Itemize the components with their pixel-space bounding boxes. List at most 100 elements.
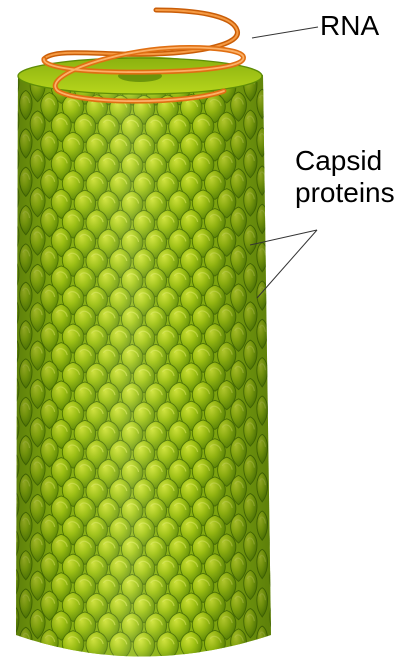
capsid-protein-subunit <box>282 125 290 154</box>
capsid-protein-highlight <box>12 497 17 503</box>
capsid-protein-subunit <box>0 355 6 384</box>
capsid-protein-highlight <box>272 495 276 501</box>
capsid-protein-highlight <box>296 341 300 347</box>
capsid-protein-subunit <box>294 450 302 479</box>
rna-label: RNA <box>320 10 379 42</box>
capsid-protein-subunit <box>0 201 6 230</box>
capsid-protein-highlight <box>296 226 300 232</box>
capsid-protein-subunit <box>270 182 278 211</box>
capsid-protein-subunit <box>270 297 278 326</box>
capsid-protein-subunit <box>282 278 290 307</box>
capsid-protein-subunit <box>294 527 302 556</box>
capsid-protein-highlight <box>12 114 17 120</box>
capsid-protein-highlight <box>12 75 17 81</box>
capsid-protein-subunit <box>294 105 302 134</box>
capsid-protein-subunit <box>0 240 6 269</box>
capsid-protein-highlight <box>308 92 312 98</box>
capsid-protein-subunit <box>270 450 278 479</box>
capsid-protein-highlight <box>308 437 312 443</box>
capsid-protein-subunit <box>0 585 6 614</box>
capsid-protein-highlight <box>308 399 312 405</box>
capsid-protein-highlight <box>272 533 276 539</box>
capsid-protein-subunit <box>0 86 6 115</box>
capsid-protein-subunit <box>282 201 290 230</box>
capsid-protein-highlight <box>296 111 300 117</box>
capsid-protein-subunit <box>306 585 314 614</box>
capsid-protein-highlight <box>12 420 17 426</box>
capsid-leader-line-lower <box>257 230 317 298</box>
capsid-protein-highlight <box>12 382 17 388</box>
capsid-protein-subunit <box>9 108 19 137</box>
capsid-protein-highlight <box>296 303 300 309</box>
capsid-protein-highlight <box>12 535 17 541</box>
capsid-protein-highlight <box>272 303 276 309</box>
capsid-protein-subunit <box>282 470 290 499</box>
capsid-protein-highlight <box>296 418 300 424</box>
capsid-protein-subunit <box>282 546 290 575</box>
capsid-protein-highlight <box>308 284 312 290</box>
capsid-protein-highlight <box>284 246 288 252</box>
rna-leader-line <box>252 27 318 38</box>
capsid-protein-subunit <box>294 335 302 364</box>
capsid-label-line-1: Capsid <box>295 145 395 177</box>
capsid-protein-highlight <box>0 437 4 443</box>
capsid-protein-highlight <box>284 514 288 520</box>
capsid-protein-highlight <box>296 457 300 463</box>
capsid-protein-highlight <box>296 610 300 616</box>
capsid-protein-highlight <box>12 344 17 350</box>
capsid-protein-subunit <box>306 508 314 537</box>
capsid-protein-highlight <box>284 361 288 367</box>
capsid-protein-highlight <box>296 572 300 578</box>
capsid-protein-subunit <box>270 105 278 134</box>
capsid-protein-highlight <box>284 322 288 328</box>
capsid-protein-highlight <box>272 265 276 271</box>
capsid-protein-subunit <box>282 585 290 614</box>
capsid-protein-highlight <box>0 629 4 635</box>
capsid-protein-subunit <box>294 297 302 326</box>
capsid-protein-subunit <box>270 565 278 594</box>
capsid-protein-subunit <box>270 527 278 556</box>
capsid-protein-subunit <box>282 431 290 460</box>
capsid-protein-subunit <box>306 316 314 345</box>
capsid-protein-highlight <box>0 361 4 367</box>
capsid-protein-highlight <box>12 229 17 235</box>
capsid-protein-highlight <box>12 190 17 196</box>
capsid-protein-highlight <box>308 246 312 252</box>
capsid-protein-highlight <box>284 207 288 213</box>
capsid-protein-highlight <box>272 380 276 386</box>
capsid-protein-highlight <box>272 418 276 424</box>
capsid-protein-subunit <box>270 412 278 441</box>
capsid-protein-highlight <box>308 361 312 367</box>
capsid-protein-highlight <box>0 399 4 405</box>
capsid-protein-subunit <box>270 259 278 288</box>
capsid-protein-highlight <box>296 380 300 386</box>
capsid-protein-subunit <box>270 374 278 403</box>
capsid-protein-subunit <box>0 508 6 537</box>
capsid-protein-subunit <box>270 220 278 249</box>
capsid-protein-subunit <box>0 393 6 422</box>
capsid-protein-subunit <box>282 355 290 384</box>
capsid-protein-highlight <box>12 459 17 465</box>
capsid-protein-subunit <box>282 240 290 269</box>
capsid-protein-highlight <box>12 574 17 580</box>
capsid-protein-highlight <box>284 437 288 443</box>
capsid-protein-subunit <box>282 163 290 192</box>
capsid-protein-highlight <box>296 265 300 271</box>
capsid-protein-subunit <box>282 623 290 652</box>
capsid-protein-highlight <box>272 610 276 616</box>
capsid-protein-subunit <box>294 604 302 633</box>
capsid-protein-subunit <box>0 470 6 499</box>
capsid-protein-highlight <box>0 92 4 98</box>
capsid-tube <box>0 57 313 662</box>
capsid-protein-highlight <box>272 341 276 347</box>
capsid-protein-subunit <box>294 489 302 518</box>
capsid-protein-highlight <box>308 514 312 520</box>
capsid-protein-subunit <box>270 335 278 364</box>
capsid-protein-highlight <box>12 152 17 158</box>
capsid-protein-subunit <box>282 393 290 422</box>
capsid-protein-highlight <box>272 457 276 463</box>
capsid-protein-subunit <box>282 86 290 115</box>
capsid-protein-subunit <box>0 431 6 460</box>
capsid-protein-subunit <box>270 604 278 633</box>
